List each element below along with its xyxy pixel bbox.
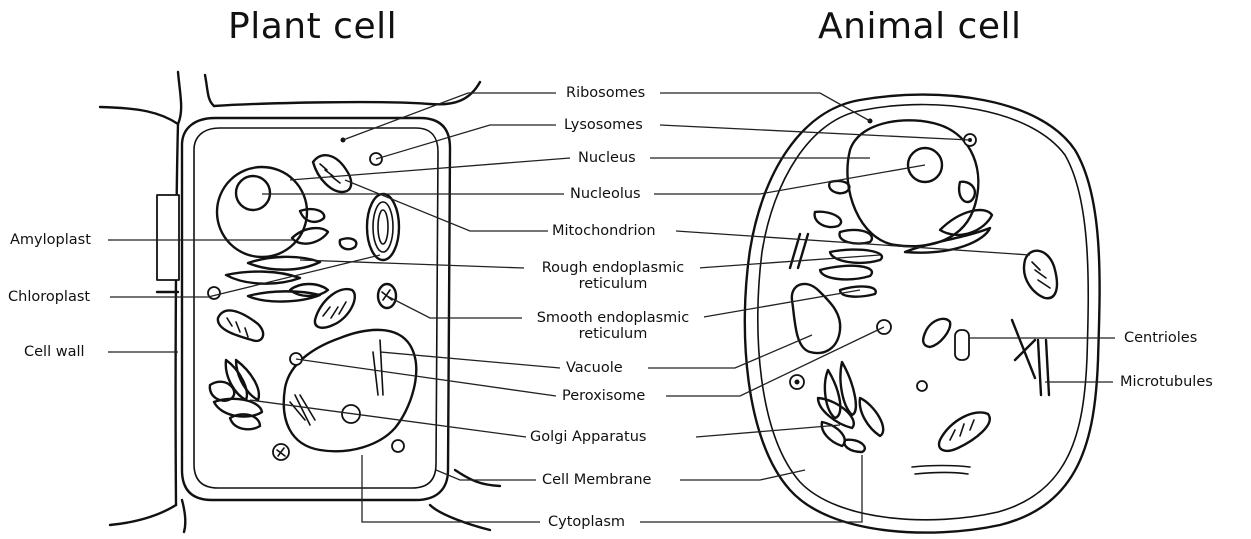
label-smooth-er: Smooth endoplasmic reticulum [522, 310, 704, 342]
plant-cell-title: Plant cell [228, 6, 397, 47]
label-cytoplasm: Cytoplasm [546, 514, 627, 530]
label-ribosomes: Ribosomes [564, 85, 647, 101]
label-amyloplast: Amyloplast [8, 232, 93, 248]
label-microtubules: Microtubules [1118, 374, 1215, 390]
label-rough-er-line1: Rough endoplasmic [542, 260, 684, 276]
label-rough-er-line2: reticulum [579, 276, 648, 292]
label-peroxisome: Peroxisome [560, 388, 647, 404]
animal-cell-title: Animal cell [818, 6, 1021, 47]
label-mitochondrion: Mitochondrion [550, 223, 658, 239]
animal-cell [745, 95, 1100, 533]
label-golgi: Golgi Apparatus [528, 429, 648, 445]
label-chloroplast: Chloroplast [6, 289, 92, 305]
plant-cell [100, 72, 500, 532]
label-smooth-er-line1: Smooth endoplasmic [537, 310, 690, 326]
label-cell-wall: Cell wall [22, 344, 87, 360]
label-nucleolus: Nucleolus [568, 186, 643, 202]
label-rough-er: Rough endoplasmic reticulum [526, 260, 700, 292]
label-smooth-er-line2: reticulum [579, 326, 648, 342]
label-cell-membrane: Cell Membrane [540, 472, 653, 488]
label-lysosomes: Lysosomes [562, 117, 645, 133]
label-vacuole: Vacuole [564, 360, 625, 376]
label-centrioles: Centrioles [1122, 330, 1199, 346]
label-nucleus: Nucleus [576, 150, 638, 166]
